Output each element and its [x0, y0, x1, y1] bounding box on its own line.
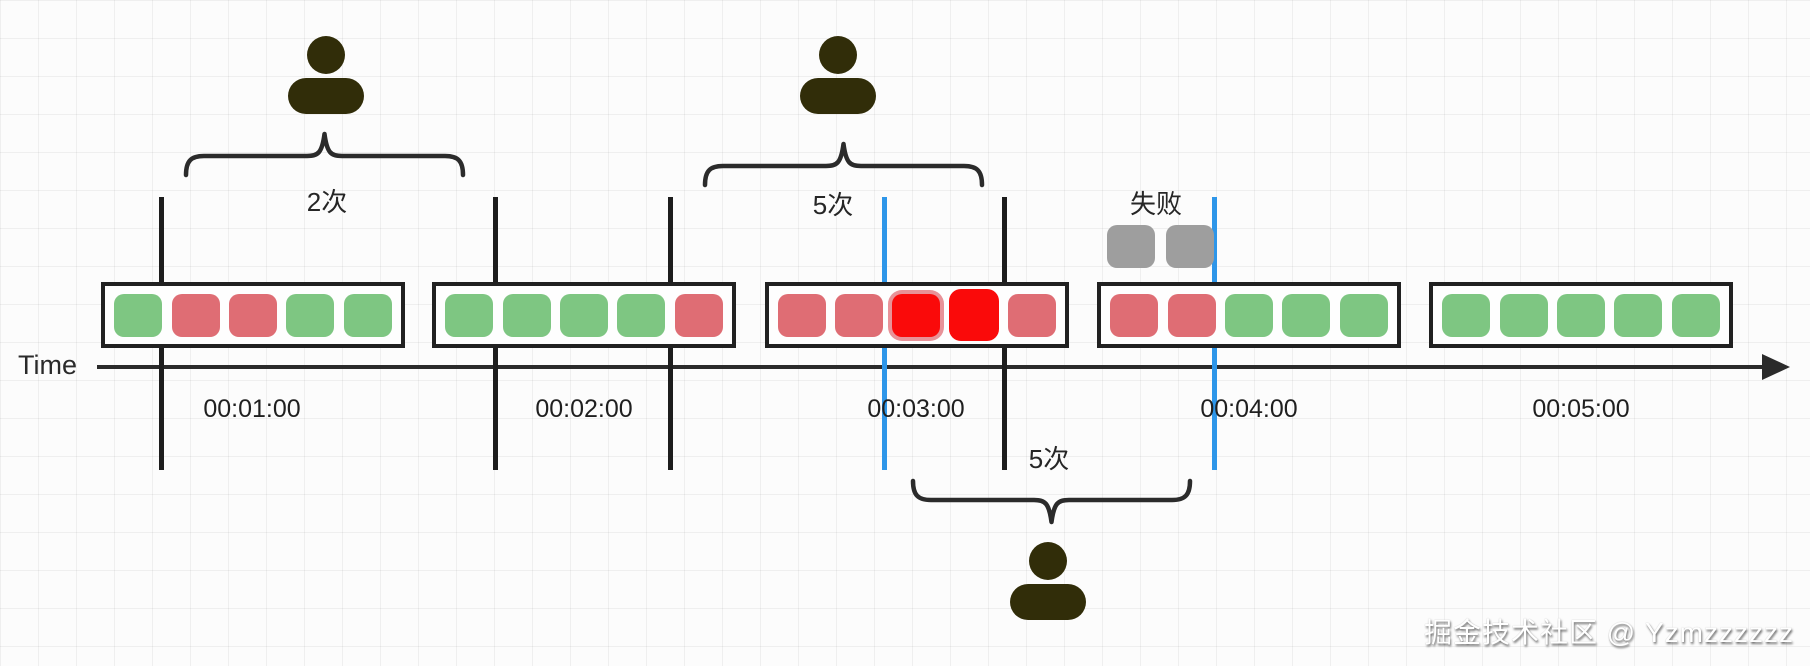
brace-sliding-window	[910, 478, 1193, 525]
window1-count-label: 2次	[306, 187, 348, 217]
request-slot-pass	[1282, 293, 1331, 337]
time-axis-arrowhead-icon	[1762, 354, 1790, 380]
request-slot-burst	[949, 289, 999, 341]
request-slot-fail	[1166, 225, 1214, 268]
request-slot-pass	[1224, 293, 1273, 337]
request-slot-limited	[171, 293, 220, 337]
request-slot-limited	[1008, 293, 1056, 337]
tick-00-02-00: 00:02:00	[535, 395, 633, 423]
request-slot-limited	[835, 293, 883, 337]
request-slot-pass	[286, 293, 335, 337]
request-slot-burst-glow	[892, 293, 940, 337]
watermark: 掘金技术社区 @ Yzmzzzzzz	[1424, 617, 1794, 648]
request-slot-pass	[617, 293, 666, 337]
request-slot-pass	[445, 293, 494, 337]
request-slot-pass	[502, 293, 551, 337]
request-slot-pass	[1671, 293, 1720, 337]
request-slot-limited	[674, 293, 723, 337]
time-axis-line	[97, 365, 1765, 369]
user-icon-2	[800, 36, 876, 114]
brace-window3	[702, 141, 985, 188]
request-slot-pass	[559, 293, 608, 337]
request-window-4	[1097, 282, 1401, 348]
tick-00-03-00: 00:03:00	[867, 395, 965, 423]
window3-count-label: 5次	[812, 190, 854, 220]
sliding-window-count-label: 5次	[1028, 444, 1070, 474]
time-axis-label: Time	[18, 350, 77, 380]
request-slot-pass	[1339, 293, 1388, 337]
failed-label: 失败	[1129, 189, 1183, 219]
request-slot-fail	[1107, 225, 1155, 268]
request-window-1	[101, 282, 405, 348]
request-window-3	[765, 282, 1069, 348]
request-slot-pass	[1442, 293, 1491, 337]
request-slot-pass	[114, 293, 163, 337]
request-window-2	[432, 282, 736, 348]
tick-00-01-00: 00:01:00	[203, 395, 301, 423]
request-slot-limited	[228, 293, 277, 337]
brace-window1	[183, 131, 466, 178]
tick-00-05-00: 00:05:00	[1532, 395, 1630, 423]
request-slot-pass	[1614, 293, 1663, 337]
user-icon-3	[1010, 542, 1086, 620]
request-window-5	[1429, 282, 1733, 348]
request-slot-pass	[343, 293, 392, 337]
request-slot-limited	[1167, 293, 1216, 337]
user-icon-1	[288, 36, 364, 114]
failed-requests-row	[1107, 225, 1214, 268]
request-slot-pass	[1556, 293, 1605, 337]
request-slot-pass	[1499, 293, 1548, 337]
tick-00-04-00: 00:04:00	[1200, 395, 1298, 423]
request-slot-limited	[778, 293, 826, 337]
request-slot-limited	[1110, 293, 1159, 337]
